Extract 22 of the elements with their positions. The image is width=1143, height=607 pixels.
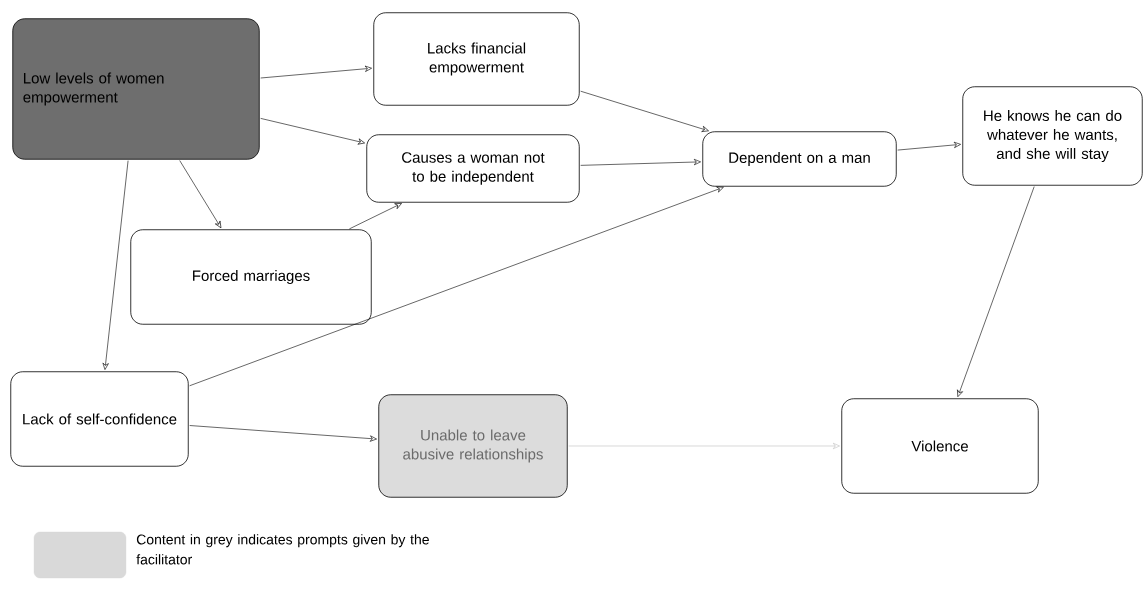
arrow [580, 90, 709, 132]
arrow [179, 160, 222, 229]
arrow [957, 186, 1035, 397]
arrow [189, 425, 377, 442]
process-box: Lacks financial empowerment [373, 12, 580, 106]
process-box: He knows he can do whatever he wants, and she will stay [962, 86, 1143, 186]
prompt-box: Unable to leave abusive relationships [378, 394, 568, 498]
arrow [189, 186, 724, 387]
arrow [260, 118, 365, 145]
arrow [349, 203, 402, 230]
arrow [897, 141, 961, 151]
arrow [260, 65, 372, 79]
process-box: Causes a woman not to be independent [366, 134, 580, 203]
arrow [580, 158, 701, 166]
process-box: Lack of self-confidence [10, 371, 189, 467]
arrow [102, 160, 129, 370]
legend-text: Content in grey indicates prompts given by the facilitator [136, 534, 429, 565]
process-box: Low levels of women empowerment [12, 18, 260, 160]
process-box: Forced marriages [130, 229, 372, 325]
arrow [568, 442, 840, 450]
process-box: Violence [841, 398, 1039, 494]
process-box: Dependent on a man [702, 131, 897, 187]
